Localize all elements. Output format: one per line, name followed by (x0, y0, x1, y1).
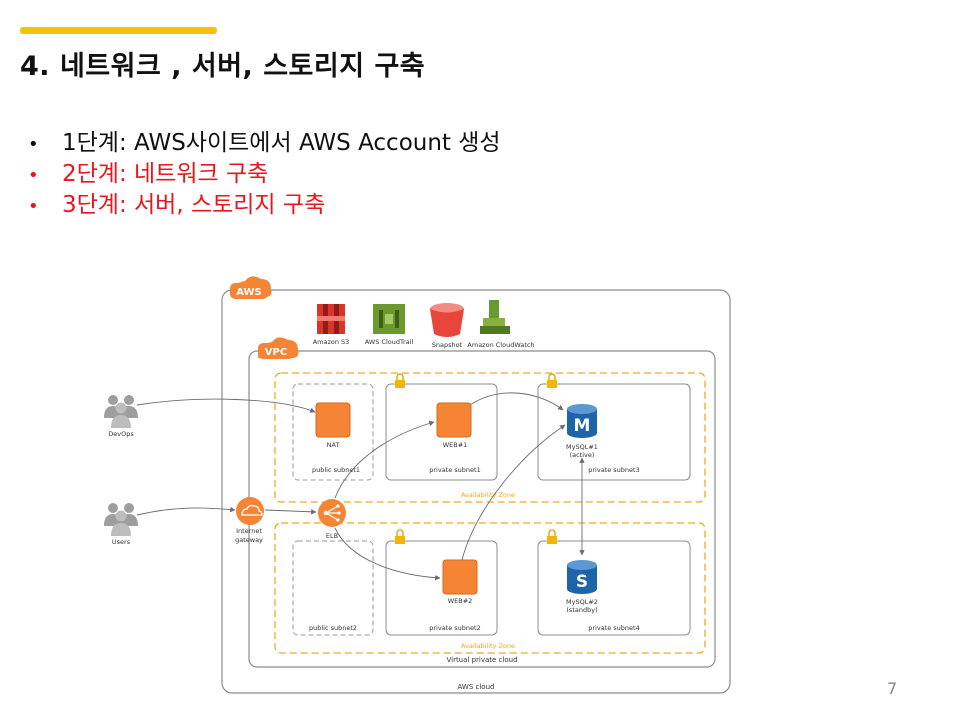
web1-label: WEB#1 (443, 441, 468, 449)
aws-badge-label: AWS (236, 287, 262, 298)
service-label-s3: Amazon S3 (313, 338, 350, 346)
aws-cloud-boundary (221, 289, 731, 694)
step-1: • 1단계: AWS사이트에서 AWS Account 생성 (28, 128, 501, 159)
elb-to-web2-arrow (334, 527, 441, 581)
internet-gateway-icon (236, 497, 264, 525)
service-label-cloudtrail: AWS CloudTrail (365, 338, 414, 346)
gateway-to-elb-arrow (264, 509, 317, 515)
private-subnet-2-label: private subnet2 (429, 624, 480, 632)
devops-to-nat-arrow (136, 398, 316, 413)
mysql1-state: (active) (570, 451, 595, 459)
elb-label: ELB (326, 532, 338, 540)
web1-to-mysql1-arrow (469, 392, 564, 411)
aws-badge: AWS (230, 276, 272, 299)
mysql2-letter: S (576, 572, 588, 592)
vpc-badge-label: VPC (265, 347, 287, 358)
page-number: 7 (887, 679, 898, 698)
public-subnet-1 (292, 383, 374, 481)
devops-users-icon (104, 395, 138, 428)
private-subnet-4-label: private subnet4 (588, 624, 639, 632)
web2-to-mysql1-arrow (461, 424, 566, 561)
vpc-label: Virtual private cloud (446, 656, 517, 664)
mysql1-letter: M (574, 416, 591, 436)
snapshot-bucket-icon (430, 303, 464, 337)
gateway-label-line1: Internet (236, 527, 262, 535)
public-subnet-2 (292, 540, 374, 636)
availability-zone-2 (274, 522, 706, 654)
slide-title: 4. 네트워크 , 서버, 스토리지 구축 (20, 51, 426, 82)
step-2: • 2단계: 네트워크 구축 (28, 159, 501, 190)
private-subnet-3 (537, 383, 691, 481)
lock-icon (547, 529, 557, 544)
elb-to-web1-arrow (334, 420, 435, 499)
users-icon (104, 503, 138, 536)
private-subnet-4 (537, 540, 691, 636)
bullet-dot: • (28, 196, 39, 217)
step-list: • 1단계: AWS사이트에서 AWS Account 생성 • 2단계: 네트워크… (28, 128, 501, 221)
lock-icon (547, 373, 557, 388)
bullet-dot: • (28, 134, 39, 155)
mysql2-state: (standby) (566, 606, 597, 614)
mysql-standby-db-icon: S (567, 560, 597, 594)
service-label-cloudwatch: Amazon CloudWatch (467, 341, 534, 349)
step-3-text: 3단계: 서버, 스토리지 구축 (62, 192, 326, 218)
users-to-gateway-arrow (136, 506, 236, 516)
gateway-label-line2: gateway (235, 536, 263, 544)
public-subnet-2-label: public subnet2 (309, 624, 357, 632)
step-1-text: 1단계: AWS사이트에서 AWS Account 생성 (62, 130, 501, 156)
public-subnet-1-label: public subnet1 (312, 466, 360, 474)
bullet-dot: • (28, 165, 39, 186)
web1-instance-icon (436, 402, 472, 438)
private-subnet-3-label: private subnet3 (588, 466, 639, 474)
availability-zone-2-label: Availability Zone (461, 642, 515, 650)
web2-label: WEB#2 (448, 597, 473, 605)
service-label-snapshot: Snapshot (432, 341, 463, 349)
elb-icon (318, 499, 346, 527)
devops-label: DevOps (108, 430, 134, 438)
mysql-master-db-icon: M (567, 404, 597, 438)
nat-instance-icon (315, 402, 351, 438)
private-subnet-1 (385, 383, 498, 481)
private-subnet-2 (385, 540, 498, 636)
aws-cloud-label: AWS cloud (458, 683, 495, 691)
s3-icon (317, 304, 345, 334)
private-subnet-1-label: private subnet1 (429, 466, 480, 474)
lock-icon (395, 529, 405, 544)
availability-zone-1-label: Availability Zone (461, 491, 515, 499)
mysql2-label: MySQL#2 (566, 598, 598, 606)
availability-zone-1 (274, 372, 706, 503)
web2-instance-icon (442, 559, 478, 595)
users-label: Users (112, 538, 131, 546)
vpc-badge: VPC (258, 337, 299, 359)
cloudtrail-icon (373, 304, 405, 334)
mysql1-label: MySQL#1 (566, 443, 598, 451)
step-2-text: 2단계: 네트워크 구축 (62, 161, 269, 187)
cloudwatch-icon (480, 300, 510, 334)
nat-label: NAT (327, 441, 340, 449)
step-3: • 3단계: 서버, 스토리지 구축 (28, 190, 501, 221)
lock-icon (395, 373, 405, 388)
title-accent-bar (20, 27, 217, 34)
